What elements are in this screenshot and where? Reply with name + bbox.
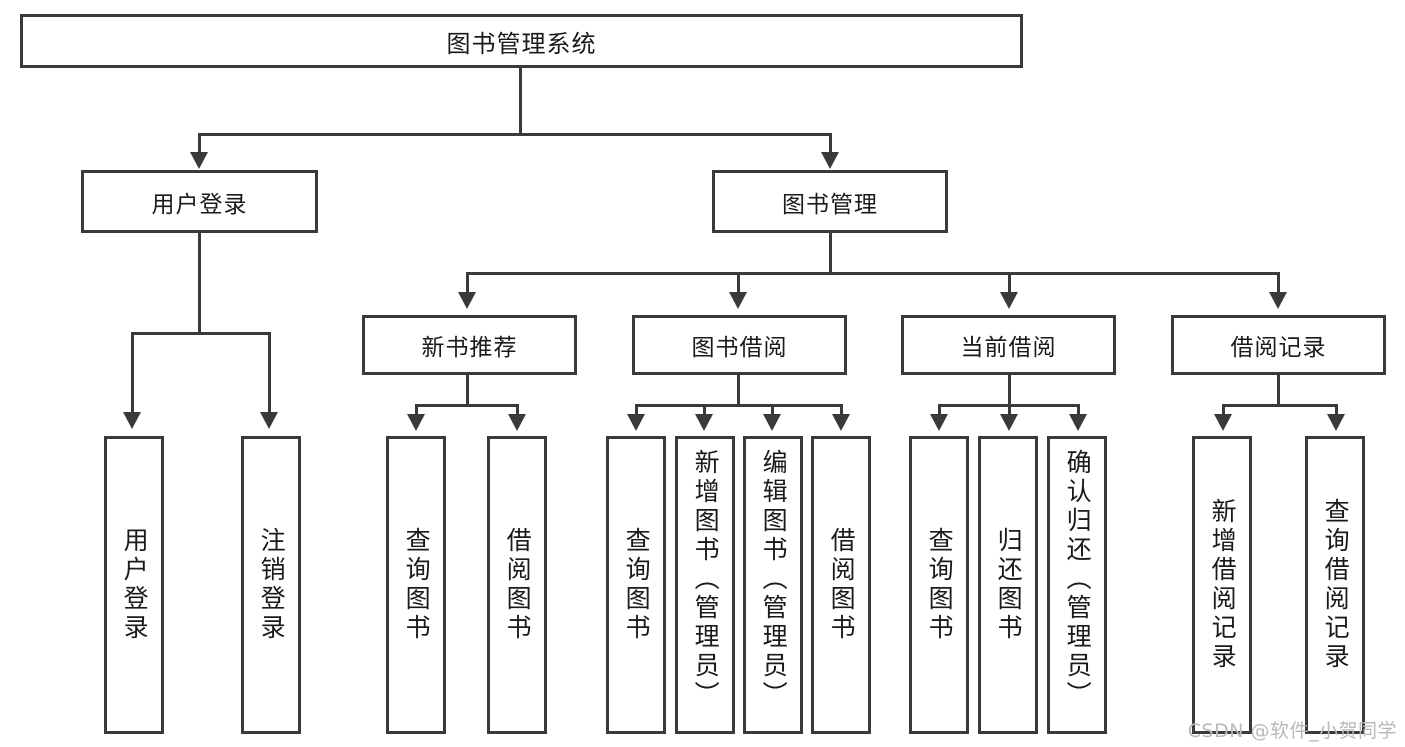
node-book-management[interactable]: 图书管理 xyxy=(712,170,948,233)
leaf-label: 用户登录 xyxy=(120,527,150,643)
connector-current-l1-drop xyxy=(938,404,941,415)
arrow-current-l1 xyxy=(930,414,948,431)
watermark: CSDN @软件_小贺同学 xyxy=(1187,720,1397,742)
connector-bookmgmt-c1-drop xyxy=(466,272,469,294)
arrow-newbook-l1 xyxy=(407,414,425,431)
leaf-label: 查询借阅记录 xyxy=(1321,498,1351,672)
leaf-book-borrow-borrow[interactable]: 借阅图书 xyxy=(811,436,871,734)
leaf-label: 新增借阅记录 xyxy=(1208,498,1238,672)
arrow-record-l1 xyxy=(1214,414,1232,431)
connector-bookmgmt-c4-drop xyxy=(1277,272,1280,294)
leaf-book-borrow-add[interactable]: 新增图书（管理员） xyxy=(675,436,735,734)
node-current-borrow[interactable]: 当前借阅 xyxy=(901,315,1116,375)
connector-bookmgmt-trunk xyxy=(829,233,832,274)
node-root-book-management-system[interactable]: 图书管理系统 xyxy=(20,14,1023,68)
leaf-new-book-query[interactable]: 查询图书 xyxy=(386,436,446,734)
leaf-current-borrow-query[interactable]: 查询图书 xyxy=(909,436,969,734)
connector-login-leaf1-drop xyxy=(131,332,134,414)
connector-current-l2-drop xyxy=(1008,404,1011,415)
leaf-user-login-logout[interactable]: 注销登录 xyxy=(241,436,301,734)
leaf-label: 查询图书 xyxy=(925,527,955,643)
leaf-label: 注销登录 xyxy=(257,527,287,643)
leaf-book-borrow-query[interactable]: 查询图书 xyxy=(606,436,666,734)
arrow-root-to-bookmgmt xyxy=(821,152,839,169)
connector-newbook-bar xyxy=(415,404,519,407)
connector-record-l2-drop xyxy=(1335,404,1338,415)
leaf-user-login-login[interactable]: 用户登录 xyxy=(104,436,164,734)
arrow-bookmgmt-c4 xyxy=(1269,292,1287,309)
connector-record-trunk xyxy=(1277,375,1280,406)
leaf-label: 新增图书（管理员） xyxy=(691,449,721,710)
connector-root-to-bookmgmt-drop xyxy=(829,133,832,154)
connector-borrow-bar xyxy=(635,404,843,407)
connector-current-l3-drop xyxy=(1077,404,1080,415)
arrow-borrow-l4 xyxy=(832,414,850,431)
arrow-bookmgmt-c2 xyxy=(729,292,747,309)
connector-bookmgmt-bar xyxy=(466,272,1280,275)
leaf-label: 借阅图书 xyxy=(827,527,857,643)
node-book-borrow[interactable]: 图书借阅 xyxy=(632,315,847,375)
connector-root-trunk xyxy=(519,68,522,134)
connector-root-to-login-drop xyxy=(198,133,201,154)
arrow-newbook-l2 xyxy=(508,414,526,431)
leaf-new-book-borrow[interactable]: 借阅图书 xyxy=(487,436,547,734)
connector-current-trunk xyxy=(1008,375,1011,406)
leaf-current-borrow-return[interactable]: 归还图书 xyxy=(978,436,1038,734)
connector-borrow-trunk xyxy=(737,375,740,406)
arrow-current-l2 xyxy=(1000,414,1018,431)
connector-borrow-l4-drop xyxy=(840,404,843,415)
connector-record-l1-drop xyxy=(1222,404,1225,415)
arrow-login-leaf1 xyxy=(123,412,141,429)
leaf-label: 查询图书 xyxy=(402,527,432,643)
arrow-borrow-l3 xyxy=(763,414,781,431)
connector-borrow-l3-drop xyxy=(771,404,774,415)
leaf-label: 归还图书 xyxy=(994,527,1024,643)
connector-login-leaf2-drop xyxy=(268,332,271,414)
connector-bookmgmt-c2-drop xyxy=(737,272,740,294)
leaf-book-borrow-edit[interactable]: 编辑图书（管理员） xyxy=(743,436,803,734)
arrow-record-l2 xyxy=(1327,414,1345,431)
leaf-label: 借阅图书 xyxy=(503,527,533,643)
connector-login-bar xyxy=(131,332,268,335)
connector-borrow-l2-drop xyxy=(703,404,706,415)
leaf-label: 确认归还（管理员） xyxy=(1063,449,1093,710)
leaf-record-add[interactable]: 新增借阅记录 xyxy=(1192,436,1252,734)
leaf-current-borrow-confirm-return[interactable]: 确认归还（管理员） xyxy=(1047,436,1107,734)
connector-newbook-l2-drop xyxy=(516,404,519,415)
connector-borrow-l1-drop xyxy=(635,404,638,415)
node-borrow-record[interactable]: 借阅记录 xyxy=(1171,315,1386,375)
connector-record-bar xyxy=(1222,404,1338,407)
leaf-label: 编辑图书（管理员） xyxy=(759,449,789,710)
connector-bookmgmt-c3-drop xyxy=(1008,272,1011,294)
arrow-borrow-l2 xyxy=(695,414,713,431)
leaf-label: 查询图书 xyxy=(622,527,652,643)
arrow-borrow-l1 xyxy=(627,414,645,431)
arrow-bookmgmt-c3 xyxy=(1000,292,1018,309)
arrow-login-leaf2 xyxy=(260,412,278,429)
connector-login-trunk xyxy=(198,233,201,334)
node-user-login[interactable]: 用户登录 xyxy=(81,170,318,233)
arrow-current-l3 xyxy=(1069,414,1087,431)
connector-root-bar xyxy=(198,133,832,136)
arrow-root-to-login xyxy=(190,152,208,169)
leaf-record-query[interactable]: 查询借阅记录 xyxy=(1305,436,1365,734)
connector-newbook-l1-drop xyxy=(415,404,418,415)
arrow-bookmgmt-c1 xyxy=(458,292,476,309)
connector-newbook-trunk xyxy=(466,375,469,406)
node-new-book-recommend[interactable]: 新书推荐 xyxy=(362,315,577,375)
